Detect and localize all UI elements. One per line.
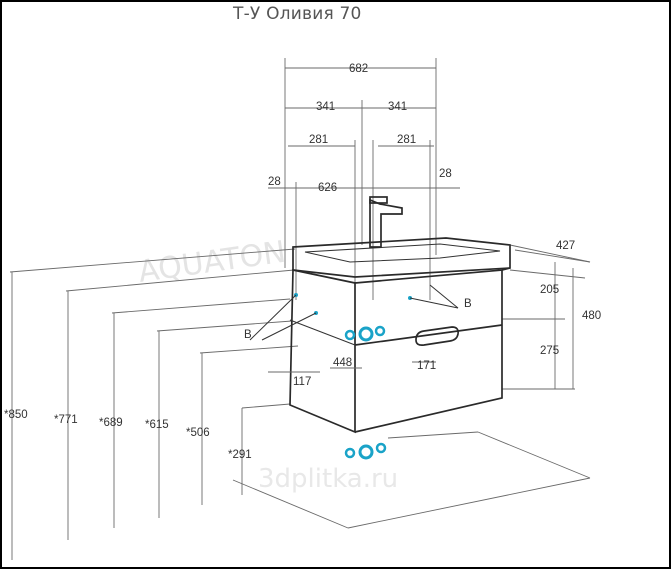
dim-cabinet-height: 480	[582, 310, 601, 322]
width-dim-lines	[268, 58, 591, 300]
dim-height-771: *771	[54, 414, 78, 426]
dim-drawer-bottom: 275	[540, 345, 559, 357]
drawer-handle	[415, 326, 459, 346]
dim-offset-left: 281	[309, 134, 328, 146]
label-b-left: B	[244, 329, 252, 341]
floor-outline	[232, 431, 591, 529]
faucet	[369, 196, 403, 248]
dim-offset-right: 281	[397, 134, 416, 146]
dim-half-right: 341	[388, 101, 407, 113]
dim-height-615: *615	[145, 419, 169, 431]
dim-drawer-top: 205	[540, 284, 559, 296]
dim-edge-right: 28	[439, 168, 452, 180]
wall-guides	[9, 248, 591, 409]
height-dim-lines	[11, 262, 574, 560]
dim-height-291: *291	[228, 449, 252, 461]
cabinet	[289, 237, 511, 434]
dim-edge-left: 28	[268, 176, 281, 188]
drawing-title: Т-У Оливия 70	[233, 4, 362, 24]
dim-supply-height: 448	[333, 357, 352, 369]
dim-bowl-width: 626	[318, 182, 337, 194]
dim-handle-offset: 171	[417, 360, 436, 372]
dim-half-left: 341	[316, 101, 335, 113]
site-watermark: 3dplitka.ru	[258, 464, 398, 494]
b-leaders	[249, 284, 459, 341]
dim-depth: 427	[556, 240, 575, 252]
label-b-right: B	[464, 298, 472, 310]
dim-height-506: *506	[186, 427, 210, 439]
dim-inlet-offset: 117	[293, 376, 311, 388]
dim-total-width: 682	[349, 63, 368, 75]
small-leaders	[268, 361, 436, 373]
brand-watermark: AQUATON	[136, 235, 288, 290]
connection-markers	[294, 293, 412, 460]
dim-height-850: *850	[4, 409, 28, 421]
dim-height-689: *689	[99, 417, 123, 429]
